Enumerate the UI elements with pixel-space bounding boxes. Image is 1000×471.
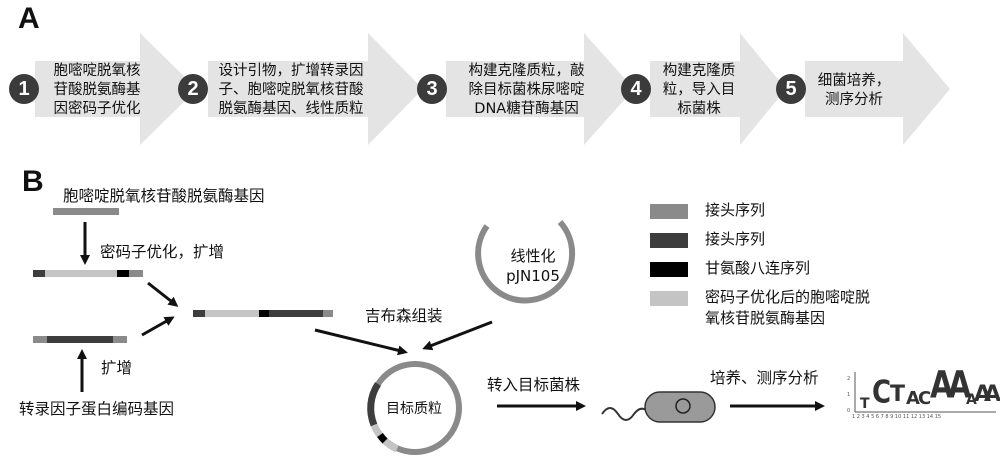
arrow-pjn105-to-plasmid xyxy=(422,320,493,351)
codon-opt-label: 密码子优化，扩增 xyxy=(100,243,225,261)
step-3-arrow xyxy=(446,33,634,145)
step-1-text: 胞嘧啶脱氧核苷酸脱氨酶基因密码子优化 xyxy=(53,63,141,117)
legend-label-linker-1: 接头序列 xyxy=(705,201,766,219)
culture-sequencing-label: 培养、测序分析 xyxy=(710,369,819,387)
step-4: 4 构建克隆质粒，导入目标菌株 xyxy=(620,28,788,150)
arrow-tf-to-fusion xyxy=(141,316,175,337)
step-1-number: 1 xyxy=(9,74,39,104)
step-4-text: 构建克隆质粒，导入目标菌株 xyxy=(662,63,736,117)
legend-label-linker-2: 接头序列 xyxy=(705,230,766,248)
sequence-logo: 2 1 0 1 2 3 4 5 6 7 8 9 10 11 12 13 14 1… xyxy=(847,372,996,420)
fusion-construct xyxy=(193,310,333,317)
step-5-text: 细菌培养，测序分析 xyxy=(817,73,891,108)
legend-label-cda-optimized: 密码子优化后的胞嘧啶脱氧核苷脱氨酶基因 xyxy=(705,288,871,327)
arrow-fusion-to-plasmid xyxy=(314,328,408,356)
legend-swatch-linker-1 xyxy=(650,204,688,219)
svg-text:1: 1 xyxy=(847,392,850,398)
svg-text:1 2 3 4 5 6 7 8 9 10 11 12 13: 1 2 3 4 5 6 7 8 9 10 11 12 13 14 15 xyxy=(852,414,941,420)
linear-pjn105-plasmid xyxy=(475,219,576,304)
logo-letters: T C T A C A A A A A xyxy=(860,363,1000,412)
gibson-assembly-label: 吉布森组装 xyxy=(365,307,443,325)
svg-text:0: 0 xyxy=(847,408,850,414)
step-4-arrow xyxy=(650,33,786,145)
step-2-arrow xyxy=(208,33,423,145)
target-plasmid-circle xyxy=(367,361,462,455)
step-5-arrow xyxy=(805,33,950,145)
tf-amplicon xyxy=(33,336,127,343)
legend-swatch-linker-2 xyxy=(650,233,688,248)
step-5: 5 细菌培养，测序分析 xyxy=(775,28,955,150)
bacterium xyxy=(601,391,716,423)
panel-b-letter: B xyxy=(22,165,44,198)
step-3-number: 3 xyxy=(417,74,447,104)
target-plasmid-label: 目标质粒 xyxy=(386,401,442,417)
step-1-arrow xyxy=(35,33,197,145)
amplify-label: 扩增 xyxy=(101,359,133,377)
legend-swatch-gly8 xyxy=(650,262,688,277)
transform-label: 转入目标菌株 xyxy=(487,376,581,394)
svg-text:2: 2 xyxy=(847,376,850,382)
step-4-number: 4 xyxy=(621,74,651,104)
arrow-cda-to-fusion xyxy=(147,281,179,307)
step-2-text: 设计引物，扩增转录因子、胞嘧啶脱氧核苷酸脱氨酶基因、线性质粒 xyxy=(218,63,364,117)
step-2-number: 2 xyxy=(178,74,208,104)
tf-gene-label: 转录因子蛋白编码基因 xyxy=(19,400,175,418)
legend-label-gly8: 甘氨酸八连序列 xyxy=(705,259,811,277)
step-1: 1 胞嘧啶脱氧核苷酸脱氨酶基因密码子优化 xyxy=(5,28,203,150)
step-5-number: 5 xyxy=(776,74,806,104)
legend-swatch-cda-optimized xyxy=(650,291,688,306)
panel-a-letter: A xyxy=(18,2,40,35)
step-2: 2 设计引物，扩增转录因子、胞嘧啶脱氧核苷酸脱氨酶基因、线性质粒 xyxy=(178,28,428,150)
cda-amplicon xyxy=(33,270,143,277)
cda-gene-bar xyxy=(53,208,119,215)
cda-gene-label: 胞嘧啶脱氧核苷酸脱氨酶基因 xyxy=(63,187,265,205)
